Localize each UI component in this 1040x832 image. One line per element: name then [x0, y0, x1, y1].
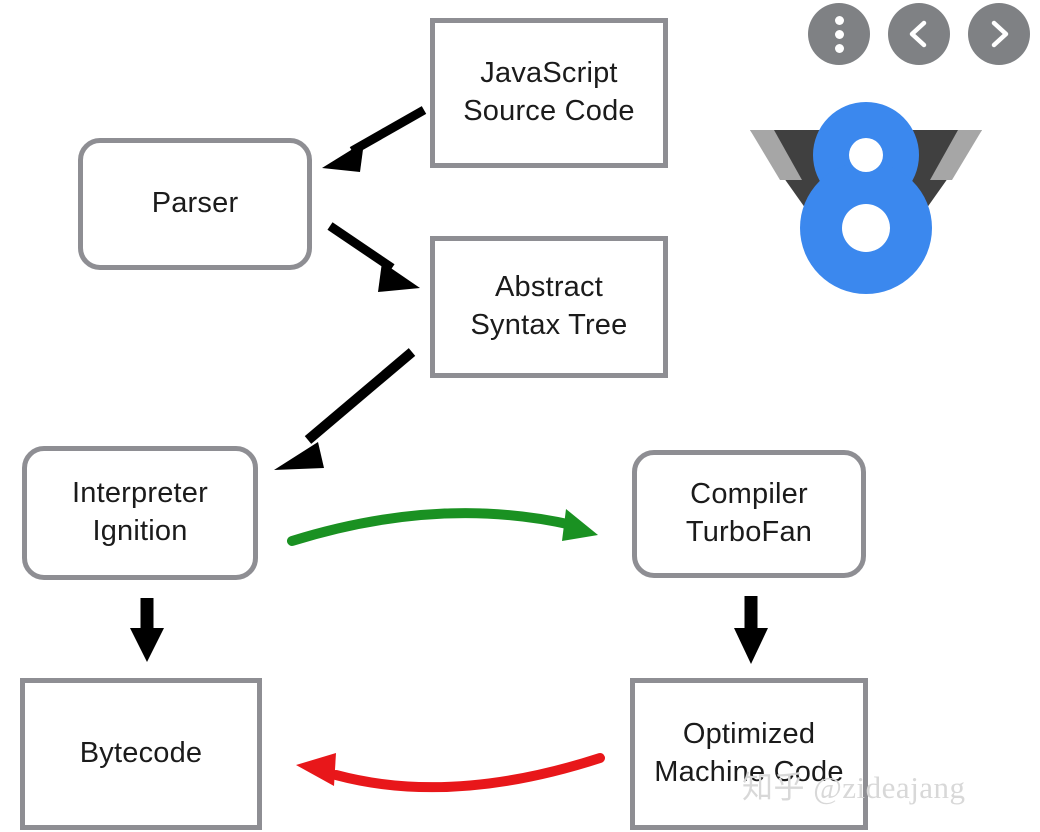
- node-compiler-turbofan: Compiler TurboFan: [632, 450, 866, 578]
- node-interpreter-ignition: Interpreter Ignition: [22, 446, 258, 580]
- node-parser: Parser: [78, 138, 312, 270]
- edge-ast-to-interpreter: [274, 348, 416, 470]
- previous-button[interactable]: [888, 3, 950, 65]
- edge-parser-to-ast: [327, 222, 420, 292]
- v8-logo: [750, 102, 982, 294]
- edge-optimized-to-bytecode-red: [296, 753, 605, 793]
- more-options-button[interactable]: [808, 3, 870, 65]
- next-button[interactable]: [968, 3, 1030, 65]
- edge-interpreter-to-bytecode: [130, 598, 164, 662]
- node-optimized-machine-code: Optimized Machine Code: [630, 678, 868, 830]
- node-bytecode: Bytecode: [20, 678, 262, 830]
- v8-left-sliver: [750, 130, 802, 180]
- node-javascript-source-code: JavaScript Source Code: [430, 18, 668, 168]
- chevron-left-icon: [909, 20, 927, 48]
- watermark: 知乎 @zideajang: [742, 770, 966, 805]
- v8-lower-hole: [842, 204, 890, 252]
- v8-right-sliver: [930, 130, 982, 180]
- edge-js-to-parser: [322, 106, 427, 172]
- edge-interpreter-to-compiler-green: [287, 508, 598, 546]
- node-abstract-syntax-tree: Abstract Syntax Tree: [430, 236, 668, 378]
- chevron-right-icon: [991, 20, 1009, 48]
- edge-compiler-to-optimized: [734, 596, 768, 664]
- more-vertical-icon: [834, 13, 844, 55]
- v8-upper-hole: [849, 138, 883, 172]
